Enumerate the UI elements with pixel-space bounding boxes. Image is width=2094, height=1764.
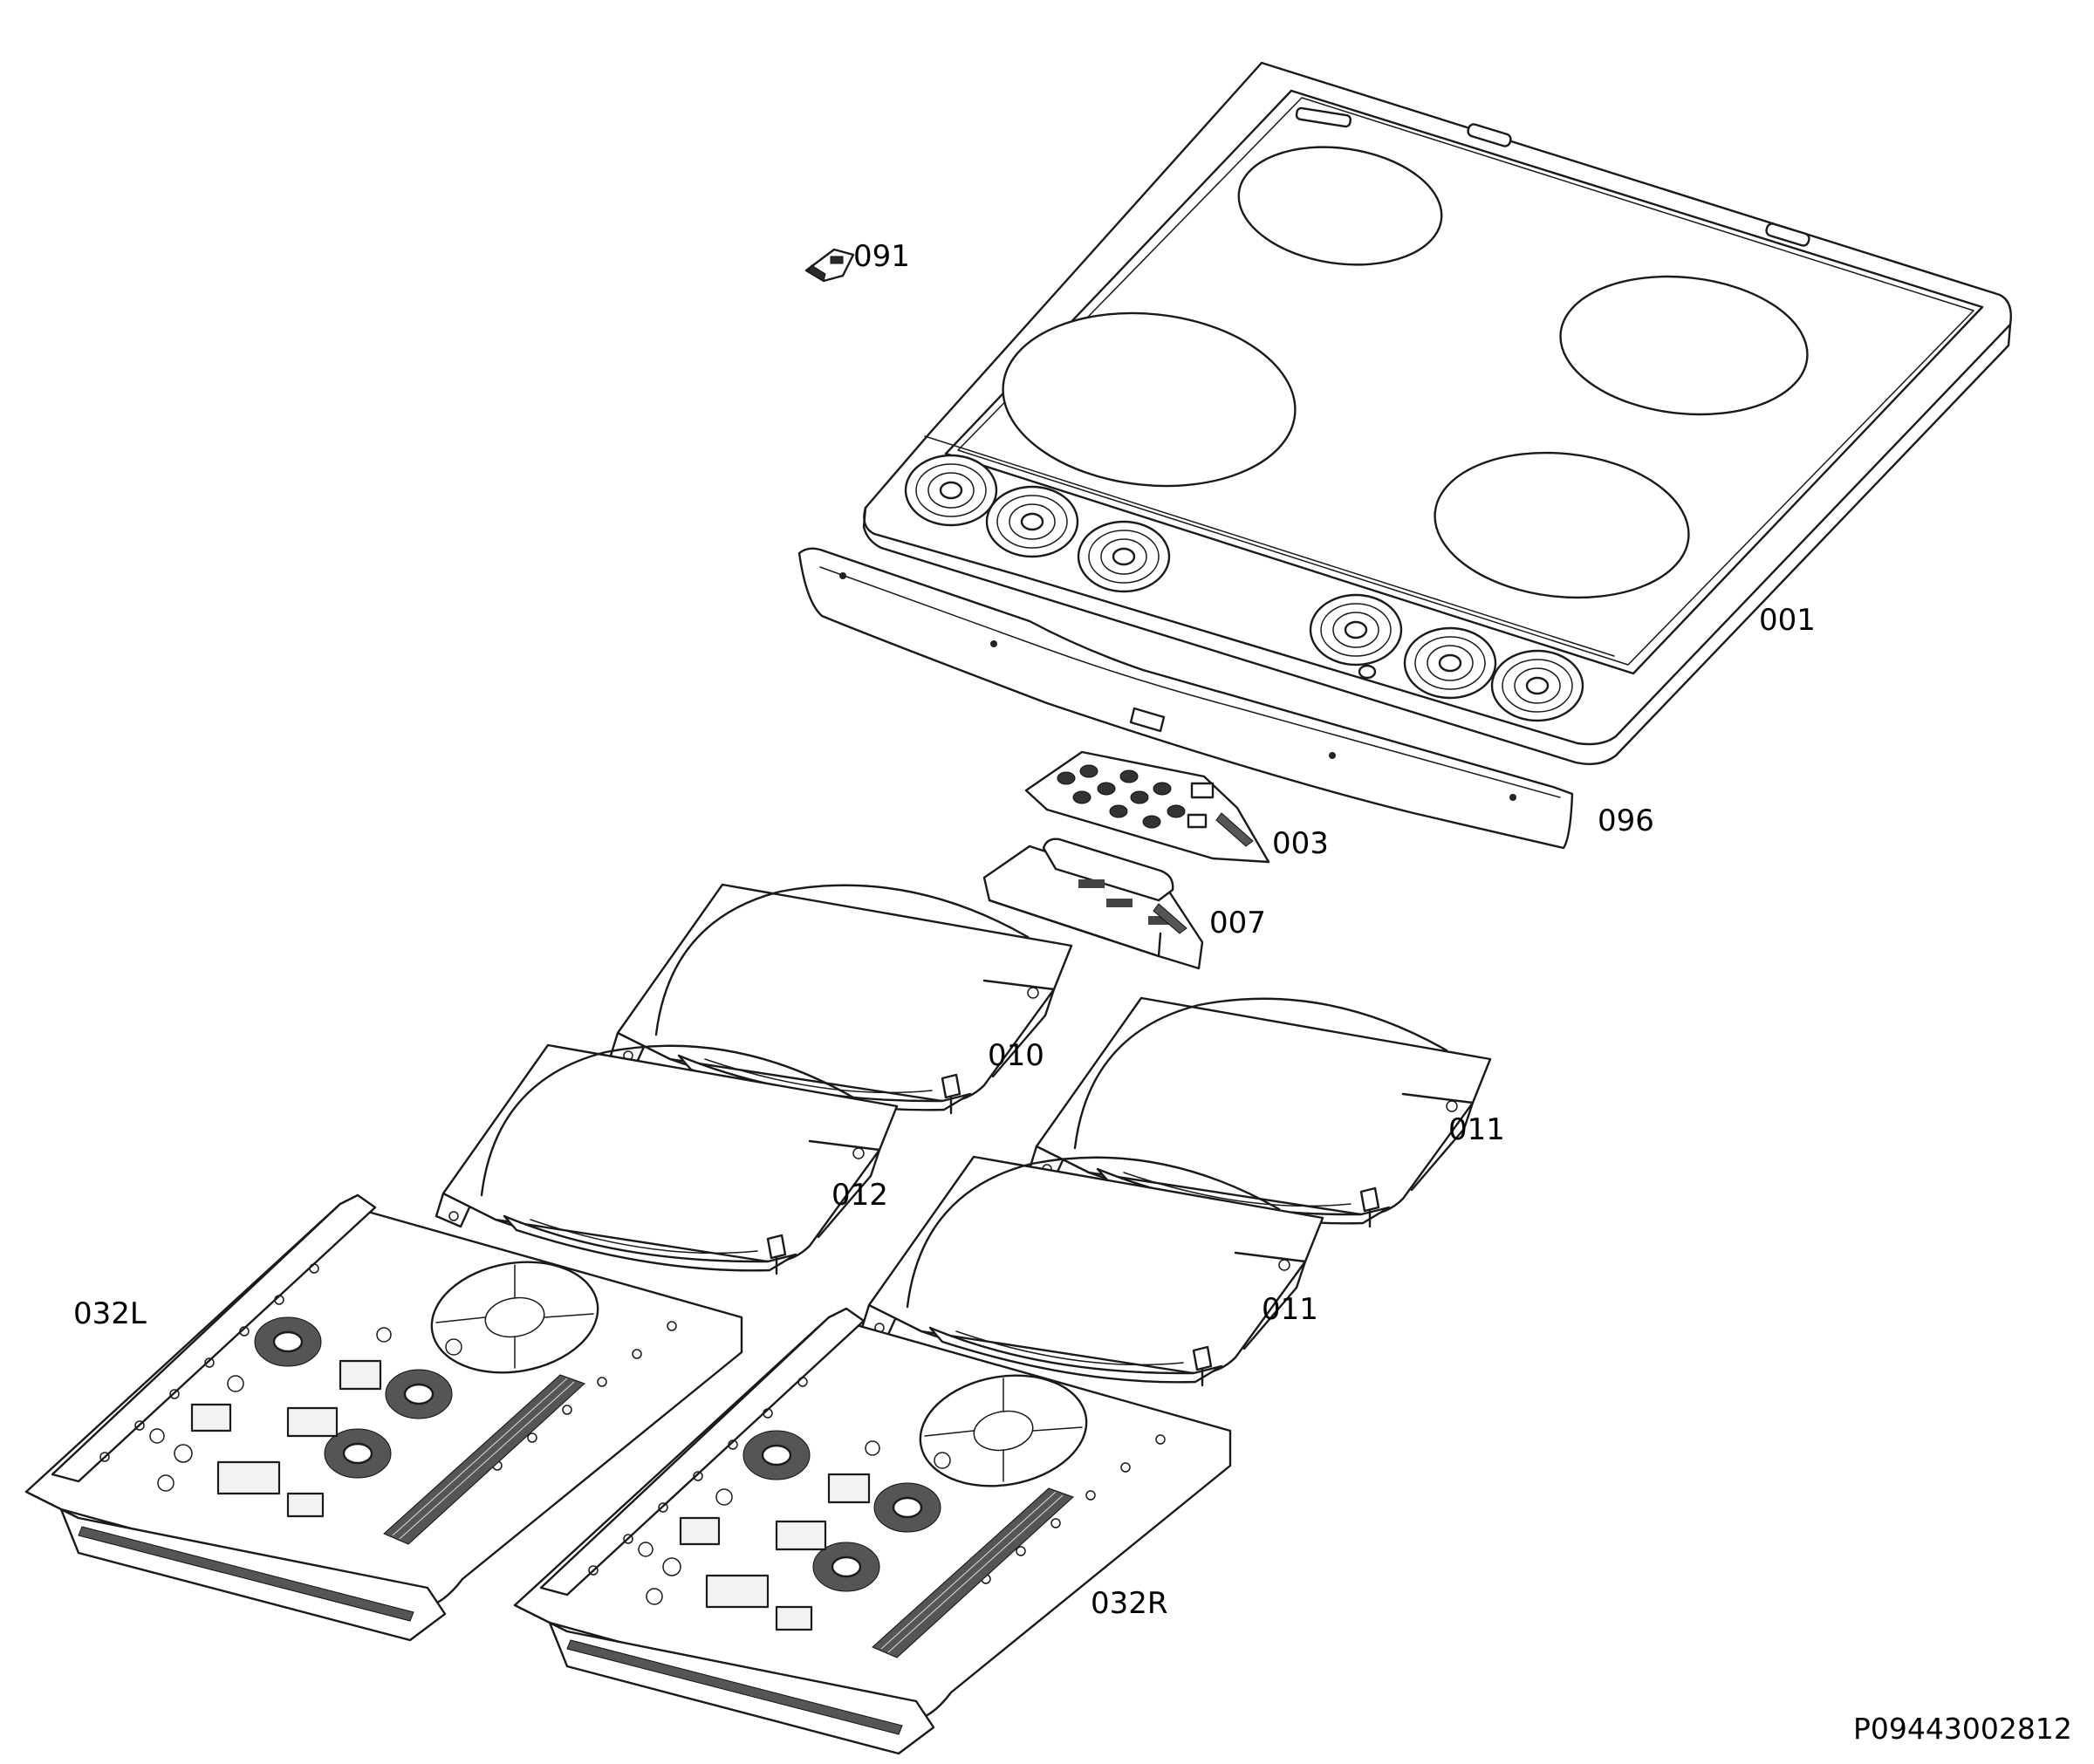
label-003: 003 — [1272, 826, 1329, 861]
part-007-board-holder[interactable] — [982, 838, 1204, 970]
part-096-front-trim[interactable] — [797, 547, 1574, 850]
label-012: 012 — [831, 1178, 888, 1213]
part-091-clip[interactable] — [804, 248, 855, 283]
label-007: 007 — [1209, 906, 1266, 940]
label-032L: 032L — [73, 1296, 147, 1331]
part-003-control-board[interactable] — [1024, 750, 1270, 864]
part-001-hob-top[interactable] — [862, 61, 2012, 765]
label-011-front: 011 — [1262, 1292, 1318, 1327]
label-091: 091 — [853, 239, 910, 274]
document-code: P09443002812 — [1853, 1712, 2072, 1746]
label-032R: 032R — [1091, 1586, 1168, 1621]
label-001: 001 — [1759, 603, 1816, 638]
knob-group — [904, 454, 1584, 722]
label-010: 010 — [988, 1038, 1044, 1073]
label-011-rear: 011 — [1448, 1112, 1505, 1147]
label-096: 096 — [1598, 803, 1654, 838]
